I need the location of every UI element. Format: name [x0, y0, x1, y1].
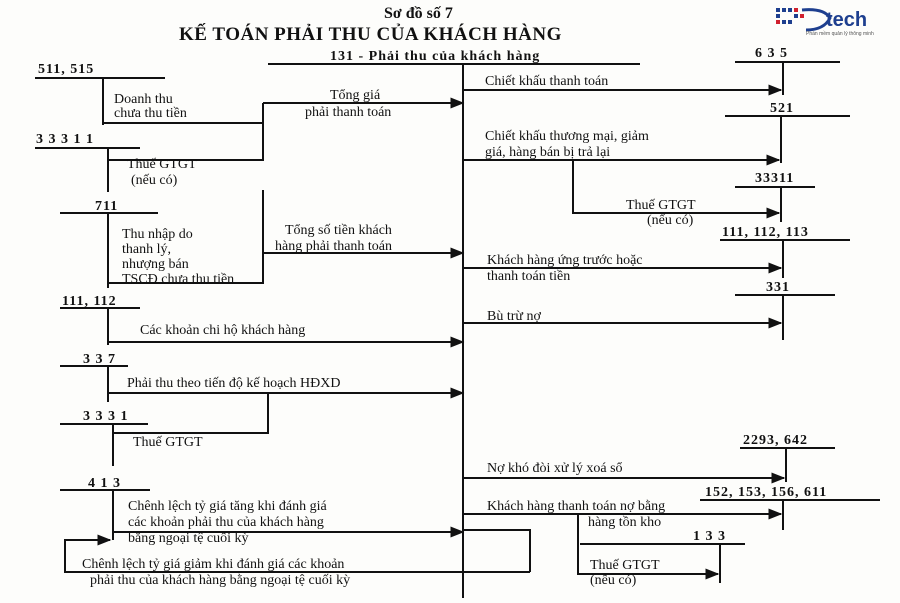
acc-337-label: 3 3 7	[83, 352, 116, 367]
acc-711-label: 711	[95, 199, 119, 214]
acc-521-label: 521	[770, 101, 794, 116]
no-kho-doi-label: Nợ khó đòi xử lý xoá sổ	[487, 461, 623, 476]
thu-nhap-label-2: thanh lý,	[122, 242, 171, 257]
thu-nhap-label-3: nhượng bán	[122, 257, 189, 272]
chiet-khau-tm-label-2: giá, hàng bán bị trả lại	[485, 145, 611, 160]
acc-2293-label: 2293, 642	[743, 433, 808, 448]
bu-tru-label: Bù trừ nợ	[487, 309, 541, 324]
acc-511-label: 511, 515	[38, 62, 95, 77]
diagram-subtitle: KẾ TOÁN PHẢI THU CỦA KHÁCH HÀNG	[179, 24, 562, 45]
acc-152-label: 152, 153, 156, 611	[705, 485, 828, 500]
acc-133-label: 1 3 3	[693, 529, 726, 544]
thu-nhap-label-4: TSCĐ chưa thu tiền	[122, 272, 235, 287]
account-131-label: 131 - Phải thu của khách hàng	[330, 49, 541, 64]
neu-co-d-label: (nếu có)	[590, 573, 637, 588]
chenh-giam-label-2: phải thu của khách hàng bằng ngoại tệ cu…	[90, 573, 351, 588]
doanh-thu-label-2: chưa thu tiền	[114, 106, 187, 121]
chi-ho-label: Các khoản chi hộ khách hàng	[140, 323, 306, 338]
ung-truoc-label-1: Khách hàng ứng trước hoặc	[487, 253, 643, 268]
flow-chenh-giam-riser	[463, 529, 531, 572]
neu-co-c-label: (nếu có)	[647, 213, 694, 228]
doanh-thu-label-1: Doanh thu	[114, 92, 173, 107]
logo-brand: tech	[826, 9, 868, 31]
acc-413-label: 4 1 3	[88, 476, 121, 491]
tong-gia-label-1: Tổng giá	[330, 88, 381, 103]
chenh-giam-label-1: Chênh lệch tỷ giá giảm khi đánh giá các …	[82, 557, 345, 572]
thue-gtgt-d-label: Thuế GTGT	[590, 558, 660, 573]
thue-gtgt-b-label: Thuế GTGT	[133, 435, 203, 450]
tong-gia-label-2: phải thanh toán	[305, 105, 392, 120]
acc-33311-right-label: 33311	[755, 171, 795, 186]
logo-tagline: Phần mềm quản lý thông minh	[806, 31, 874, 37]
tien-do-label: Phải thu theo tiến độ kế hoạch HĐXD	[127, 376, 341, 391]
acc-635-label: 6 3 5	[755, 46, 788, 61]
chenh-tang-label-2: các khoản phải thu của khách hàng	[128, 515, 324, 530]
thu-nhap-label-1: Thu nhập do	[122, 227, 193, 242]
flow-thue-gtgt-d	[577, 514, 720, 580]
tt-hang-label-1: Khách hàng thanh toán nợ bằng	[487, 499, 666, 514]
flow-chenh-giam	[64, 534, 530, 573]
acc-3331-label: 3 3 3 1	[83, 409, 129, 424]
acc-33311-left-label: 3 3 3 1 1	[36, 132, 94, 147]
chiet-khau-tm-label-1: Chiết khấu thương mại, giảm	[485, 129, 649, 144]
acc-111-112-113-label: 111, 112, 113	[722, 225, 809, 240]
ptech-logo-icon	[776, 8, 832, 32]
flow-thue-gtgt-b	[113, 393, 269, 434]
chenh-tang-label-1: Chênh lệch tỷ giá tăng khi đánh giá	[128, 499, 327, 514]
ung-truoc-label-2: thanh toán tiền	[487, 269, 571, 284]
diagram-title: Sơ đồ số 7	[384, 5, 453, 22]
flow-thu-nhap	[108, 253, 264, 284]
acc-111-112-label: 111, 112	[62, 294, 117, 309]
tong-so-label-2: hàng phải thanh toán	[275, 239, 393, 254]
neu-co-a-label: (nếu có)	[131, 173, 178, 188]
tong-so-label-1: Tổng số tiền khách	[285, 223, 392, 238]
acc-331-label: 331	[766, 280, 790, 295]
tt-hang-label-2: hàng tồn kho	[588, 515, 662, 530]
thue-gtgt-a-label: Thuế GTGT	[127, 157, 197, 172]
flow-thue-gtgt-a	[108, 123, 264, 161]
chiet-khau-tt-label: Chiết khấu thanh toán	[485, 74, 609, 89]
thue-gtgt-c-label: Thuế GTGT	[626, 198, 696, 213]
flow-thue-gtgt-c	[572, 160, 781, 219]
chenh-tang-label-3: bằng ngoại tệ cuối kỳ	[128, 531, 249, 546]
